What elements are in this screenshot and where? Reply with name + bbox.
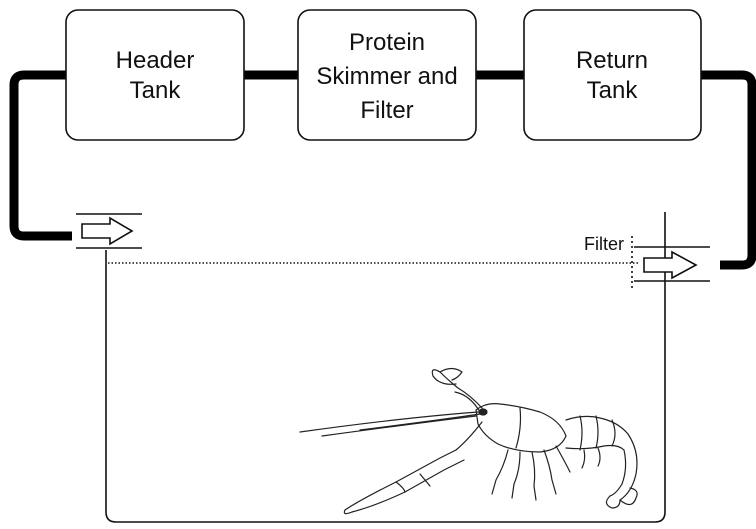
pipe-outlet-to-return	[701, 70, 756, 270]
header-tank-label-line-1: Header	[116, 47, 195, 74]
return-tank-box: Return Tank	[523, 9, 702, 141]
return-tank-label-line-2: Tank	[587, 77, 639, 104]
outlet-pipe	[634, 246, 710, 282]
header-tank-box: Header Tank	[65, 9, 245, 141]
skimmer-label-line-3: Filter	[360, 97, 413, 124]
skimmer-label-line-1: Protein	[349, 29, 425, 56]
inlet-pipe	[76, 213, 142, 249]
inlet-flow-arrow-icon	[81, 216, 134, 246]
return-tank-label-line-1: Return	[576, 47, 648, 74]
crayfish-illustration	[299, 367, 638, 515]
skimmer-filter-box: Protein Skimmer and Filter	[297, 9, 477, 141]
filter-label: Filter	[584, 234, 624, 254]
skimmer-label-line-2: Skimmer and	[316, 63, 457, 90]
header-tank-label-line-2: Tank	[130, 77, 182, 104]
experimental-tank	[105, 212, 666, 523]
pipes	[9, 70, 756, 270]
pipe-header-to-inlet	[9, 70, 72, 241]
outlet-flow-arrow-icon	[643, 250, 698, 280]
